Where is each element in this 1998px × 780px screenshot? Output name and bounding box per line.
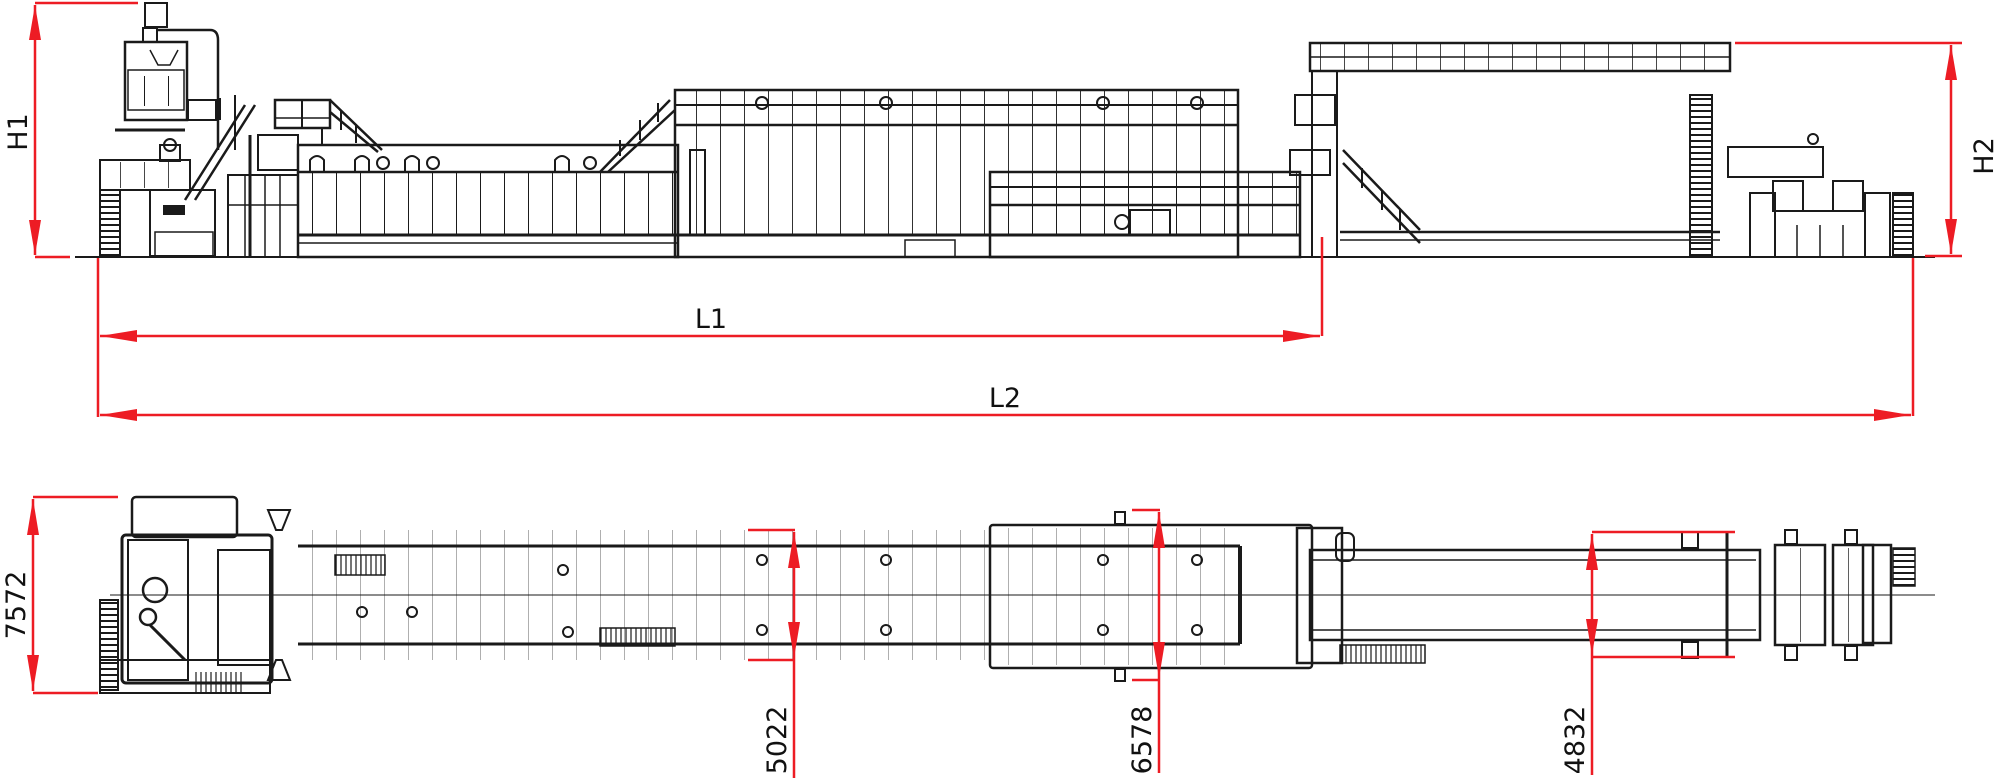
mixer-plan <box>99 495 292 694</box>
plan-view <box>99 495 1935 694</box>
cooling-section <box>988 170 1302 259</box>
oven-plan <box>988 511 1314 682</box>
dimension-h2 <box>1735 41 1962 258</box>
dimension-4832 <box>1586 530 1735 775</box>
plan-units <box>356 554 892 638</box>
dimension-5022 <box>748 528 800 778</box>
dimension-7572 <box>27 495 118 695</box>
outfeed-plan <box>1773 529 1916 661</box>
dimension-l1 <box>96 237 1324 417</box>
label-4832: 4832 <box>1560 706 1591 775</box>
dimension-l2 <box>100 258 1915 421</box>
dimension-h1 <box>29 1 138 259</box>
proofer-plan <box>298 530 990 660</box>
outfeed-machines <box>1727 133 1914 258</box>
dimension-6578 <box>1132 508 1165 773</box>
label-5022: 5022 <box>762 706 793 775</box>
label-l2: L2 <box>989 383 1021 414</box>
label-h2: H2 <box>1969 137 1998 174</box>
bridge-conveyor <box>1289 41 1732 258</box>
upper-platform-1 <box>273 98 383 153</box>
roller-units <box>309 155 597 172</box>
label-h1: H1 <box>3 113 34 150</box>
label-l1: L1 <box>695 304 727 335</box>
label-6578: 6578 <box>1127 706 1158 775</box>
cooling-conveyor-plan <box>1295 526 1762 665</box>
burner-units <box>755 96 1204 110</box>
control-cabinets <box>227 134 299 258</box>
side-elevation-view <box>75 2 1935 259</box>
mixer-tower <box>99 2 257 257</box>
label-7572: 7572 <box>1 571 32 640</box>
proofer-section <box>296 99 680 259</box>
